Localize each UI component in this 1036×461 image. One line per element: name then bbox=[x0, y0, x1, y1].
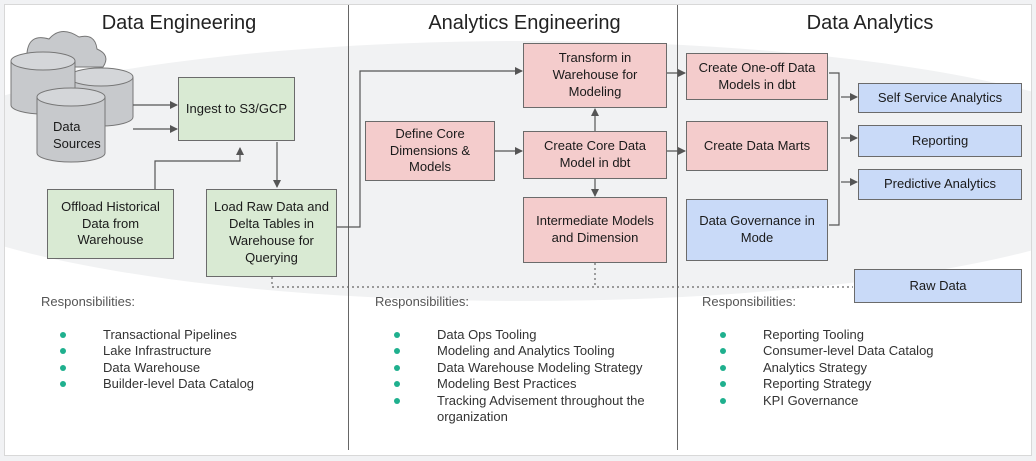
bullet-icon bbox=[394, 397, 400, 404]
list-item: Lake Infrastructure bbox=[59, 343, 339, 359]
responsibilities-label: Responsibilities: bbox=[702, 294, 796, 309]
diagram-frame: Data Engineering Analytics Engineering D… bbox=[4, 4, 1032, 456]
create-core-node: Create Core Data Model in dbt bbox=[523, 131, 667, 179]
column-title-data-analytics: Data Analytics bbox=[806, 12, 934, 34]
bullet-icon bbox=[720, 348, 726, 355]
offload-node: Offload Historical Data from Warehouse bbox=[47, 189, 174, 259]
list-item: Data Ops Tooling bbox=[393, 327, 675, 343]
bullet-icon bbox=[720, 397, 726, 404]
responsibilities-list-analytics-engineering: Data Ops Tooling Modeling and Analytics … bbox=[393, 327, 675, 425]
data-sources-icon bbox=[10, 31, 134, 163]
bullet-icon bbox=[60, 348, 66, 355]
load-raw-node: Load Raw Data and Delta Tables in Wareho… bbox=[206, 189, 337, 277]
list-item: Modeling Best Practices bbox=[393, 376, 675, 392]
bullet-icon bbox=[394, 332, 400, 338]
column-title-data-engineering: Data Engineering bbox=[101, 12, 257, 34]
list-item: Transactional Pipelines bbox=[59, 327, 339, 343]
list-item: Tracking Advisement throughout the organ… bbox=[393, 393, 675, 426]
predictive-node: Predictive Analytics bbox=[858, 169, 1022, 200]
bullet-icon bbox=[720, 332, 726, 338]
governance-node: Data Governance in Mode bbox=[686, 199, 828, 261]
list-item: KPI Governance bbox=[719, 393, 1019, 409]
ingest-node: Ingest to S3/GCP bbox=[178, 77, 295, 141]
list-item: Reporting Tooling bbox=[719, 327, 1019, 343]
data-marts-node: Create Data Marts bbox=[686, 121, 828, 171]
bullet-icon bbox=[60, 332, 66, 338]
list-item: Consumer-level Data Catalog bbox=[719, 343, 1019, 359]
bullet-icon bbox=[394, 348, 400, 355]
bullet-icon bbox=[394, 381, 400, 388]
arrow bbox=[336, 67, 523, 228]
one-off-node: Create One-off Data Models in dbt bbox=[686, 53, 828, 100]
bullet-icon bbox=[60, 364, 66, 371]
self-service-node: Self Service Analytics bbox=[858, 83, 1022, 113]
arrow bbox=[154, 147, 244, 189]
column-title-analytics-engineering: Analytics Engineering bbox=[428, 12, 621, 34]
bullet-icon bbox=[394, 364, 400, 371]
column-divider bbox=[677, 5, 678, 450]
define-core-node: Define Core Dimensions & Models bbox=[365, 121, 495, 181]
bullet-icon bbox=[60, 381, 66, 388]
bullet-icon bbox=[720, 381, 726, 388]
bullet-icon bbox=[720, 364, 726, 371]
dotted-connector bbox=[271, 277, 853, 288]
responsibilities-label: Responsibilities: bbox=[375, 294, 469, 309]
raw-data-node: Raw Data bbox=[854, 269, 1022, 303]
bracket bbox=[829, 72, 840, 226]
list-item: Reporting Strategy bbox=[719, 376, 1019, 392]
responsibilities-list-data-engineering: Transactional Pipelines Lake Infrastruct… bbox=[59, 327, 339, 393]
intermediate-node: Intermediate Models and Dimension bbox=[523, 197, 667, 263]
list-item: Modeling and Analytics Tooling bbox=[393, 343, 675, 359]
list-item: Data Warehouse bbox=[59, 360, 339, 376]
data-sources-label: Data Sources bbox=[53, 119, 101, 151]
responsibilities-label: Responsibilities: bbox=[41, 294, 135, 309]
list-item: Data Warehouse Modeling Strategy bbox=[393, 360, 675, 376]
transform-node: Transform in Warehouse for Modeling bbox=[523, 43, 667, 108]
responsibilities-list-data-analytics: Reporting Tooling Consumer-level Data Ca… bbox=[719, 327, 1019, 409]
reporting-node: Reporting bbox=[858, 125, 1022, 157]
list-item: Analytics Strategy bbox=[719, 360, 1019, 376]
connectors bbox=[10, 31, 858, 288]
list-item: Builder-level Data Catalog bbox=[59, 376, 339, 392]
